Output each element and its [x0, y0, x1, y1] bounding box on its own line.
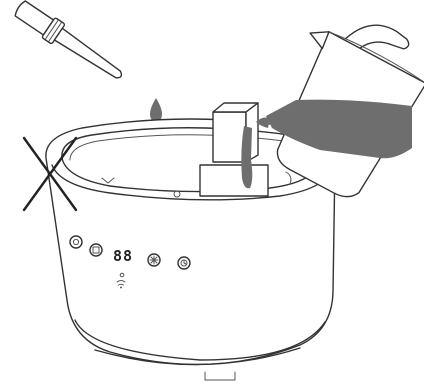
led-display: 88: [113, 247, 133, 265]
led-digits: 88: [113, 247, 133, 265]
dropper: [12, 0, 162, 121]
aroma-column: [213, 112, 246, 162]
oil-drop: [150, 98, 162, 121]
center-tower: [200, 165, 268, 196]
foot: [205, 372, 235, 380]
water-stream-inside: [241, 126, 252, 188]
fan-icon[interactable]: [148, 254, 160, 266]
dropper-tube: [54, 28, 124, 82]
